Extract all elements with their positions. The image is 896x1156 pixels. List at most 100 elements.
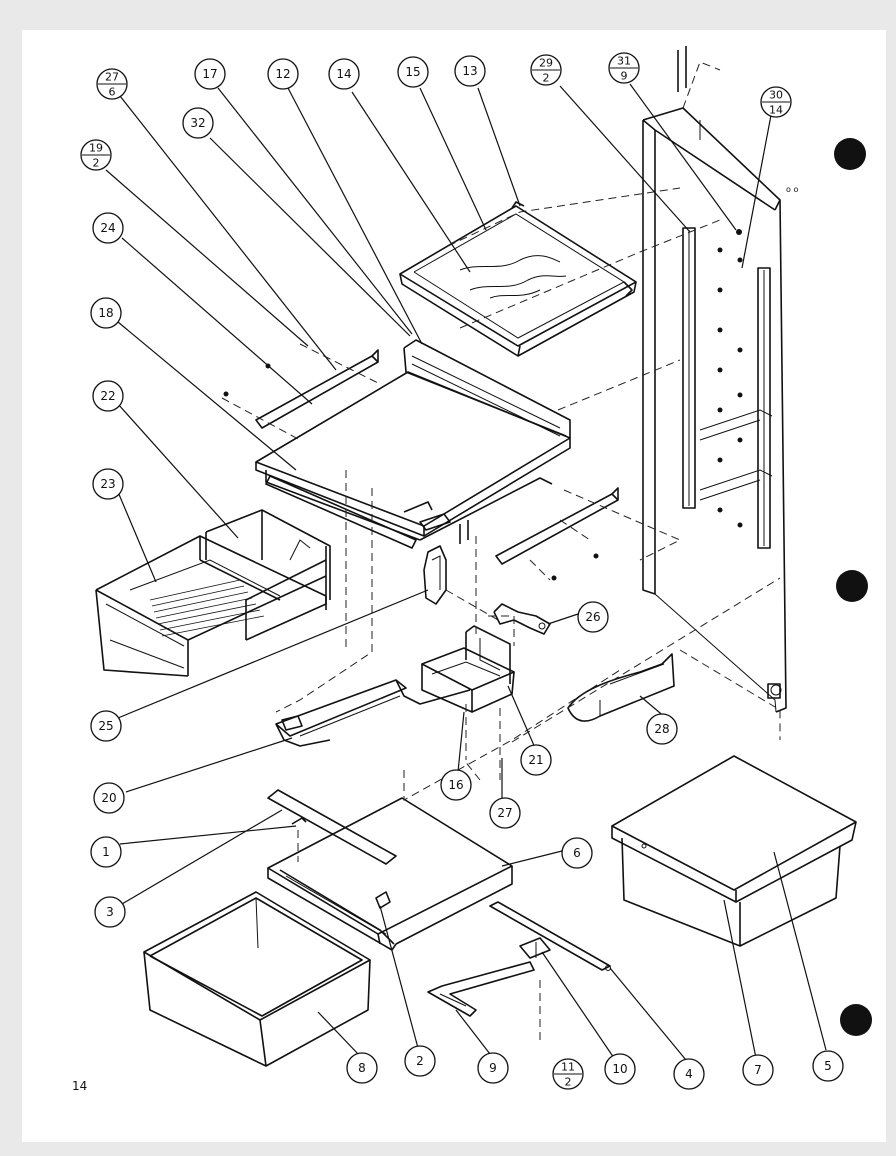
callout-label: 2 (416, 1054, 424, 1068)
fraction-bottom: 6 (109, 86, 116, 99)
callout-label: 23 (100, 477, 115, 491)
callout-label: 6 (573, 846, 581, 860)
part-5-7-storage-bin (611, 755, 857, 947)
fraction-callout-19-2: 19 2 (80, 139, 112, 171)
fraction-top: 31 (617, 55, 631, 68)
callout-18: 18 (90, 297, 122, 329)
callout-label: 28 (654, 722, 669, 736)
callout-1: 1 (90, 836, 122, 868)
callout-14: 14 (328, 58, 360, 90)
callout-label: 22 (100, 389, 115, 403)
fraction-top: 11 (561, 1061, 575, 1074)
page-number: 14 (72, 1079, 87, 1093)
callout-label: 10 (612, 1062, 627, 1076)
callout-label: 32 (190, 116, 205, 130)
callout-28: 28 (646, 713, 678, 745)
fraction-callout-30-14: 30 14 (760, 86, 792, 118)
part-9-handle (427, 961, 535, 1017)
callout-23: 23 (92, 468, 124, 500)
callout-12: 12 (267, 58, 299, 90)
callout-label: 20 (101, 791, 116, 805)
callout-label: 4 (685, 1067, 693, 1081)
callout-label: 9 (489, 1061, 497, 1075)
part-17-crisper-cover-shelf (255, 339, 571, 544)
callout-7: 7 (742, 1054, 774, 1086)
callout-16: 16 (440, 769, 472, 801)
svg-text:o o: o o (786, 185, 798, 194)
part-25-bracket (423, 545, 499, 621)
fraction-top: 27 (105, 71, 119, 84)
part-23-crisper-drawer (95, 532, 327, 677)
callout-4: 4 (673, 1058, 705, 1090)
callout-27: 27 (489, 797, 521, 829)
part-24-shelf-support-left (255, 349, 379, 429)
callout-label: 13 (462, 64, 477, 78)
cabinet-liner-frame: o o (642, 46, 798, 740)
callout-13: 13 (454, 55, 486, 87)
fraction-callout-27-6: 27 6 (96, 68, 128, 100)
callout-label: 3 (106, 905, 114, 919)
callout-26: 26 (577, 601, 609, 633)
callout-17: 17 (194, 58, 226, 90)
callout-label: 8 (358, 1061, 366, 1075)
part-18-shelf-support-right (495, 487, 619, 565)
part-shelf-rail-front (265, 475, 451, 549)
part-20-air-duct (275, 679, 471, 747)
part-1-screw (291, 817, 307, 862)
part-2-clip (375, 891, 391, 909)
callout-8: 8 (346, 1052, 378, 1084)
callout-label: 7 (754, 1063, 762, 1077)
part-21-damper-door (465, 625, 511, 684)
callout-24: 24 (92, 212, 124, 244)
paper (22, 30, 886, 1142)
fraction-top: 29 (539, 57, 553, 70)
fraction-bottom: 2 (93, 157, 100, 170)
callout-32: 32 (182, 107, 214, 139)
callout-label: 1 (102, 845, 110, 859)
part-8-meat-pan (143, 891, 371, 1067)
callout-label: 14 (336, 67, 351, 81)
construction-lines (221, 187, 781, 1040)
part-26-control-arm (493, 603, 551, 635)
callout-label: 18 (98, 306, 113, 320)
fraction-bottom: 2 (565, 1076, 572, 1089)
part-10-slide-clip (519, 937, 551, 959)
fraction-callout-11-2: 11 2 (552, 1058, 584, 1090)
fraction-top: 30 (769, 89, 783, 102)
callout-label: 24 (100, 221, 115, 235)
part-6-pan-cover (267, 797, 513, 951)
callout-5: 5 (812, 1050, 844, 1082)
callout-3: 3 (94, 896, 126, 928)
callout-6: 6 (561, 837, 593, 869)
fraction-callout-31-9: 31 9 (608, 52, 640, 84)
callout-label: 26 (585, 610, 600, 624)
binder-hole-top (834, 138, 866, 170)
callout-label: 16 (448, 778, 463, 792)
callout-2: 2 (404, 1045, 436, 1077)
callout-label: 25 (98, 719, 113, 733)
fraction-bottom: 2 (543, 72, 550, 85)
callout-label: 12 (275, 67, 290, 81)
callout-label: 5 (824, 1059, 832, 1073)
fraction-callout-29-2: 29 2 (530, 54, 562, 86)
leader-lines (105, 83, 827, 1061)
part-22-crisper-drawer-divider (205, 509, 331, 641)
fraction-top: 19 (89, 142, 103, 155)
callout-22: 22 (92, 380, 124, 412)
callout-25: 25 (90, 710, 122, 742)
callout-label: 27 (497, 806, 512, 820)
callout-21: 21 (520, 744, 552, 776)
callout-10: 10 (604, 1053, 636, 1085)
callout-9: 9 (477, 1052, 509, 1084)
callout-label: 15 (405, 65, 420, 79)
callout-20: 20 (93, 782, 125, 814)
binder-hole-bottom (840, 1004, 872, 1036)
callout-label: 17 (202, 67, 217, 81)
fraction-bottom: 14 (769, 104, 783, 117)
part-3-cover-trim (267, 789, 397, 865)
callout-label: 21 (528, 753, 543, 767)
part-13-upper-shelf (399, 201, 637, 357)
callout-15: 15 (397, 56, 429, 88)
